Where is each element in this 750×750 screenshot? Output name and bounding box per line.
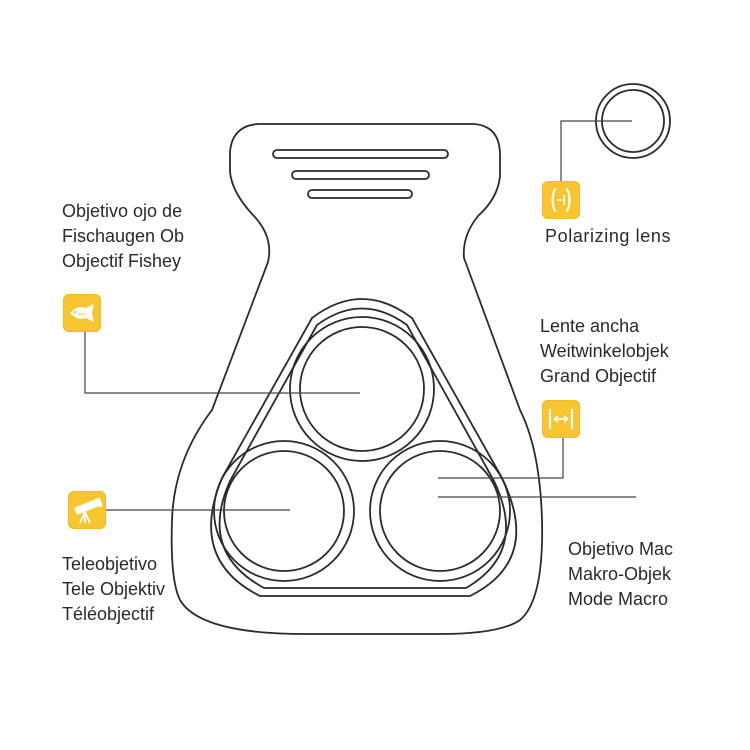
- lens-housing-inner: [218, 307, 507, 589]
- telephoto-label: Teleobjetivo Tele Objektiv Téléobjectif: [62, 552, 165, 627]
- top-lens-inner: [299, 326, 425, 452]
- tele-label-line-2: Tele Objektiv: [62, 579, 166, 599]
- macro-label-line-1: Objetivo Mac: [568, 539, 674, 559]
- wide-angle-arrows-icon: [548, 409, 574, 429]
- macro-label-line-3: Mode Macro: [568, 589, 669, 609]
- leader-line-polarizing: [560, 120, 632, 181]
- polarizing-badge: [542, 181, 580, 219]
- fisheye-label-line-2: Fischaugen Ob: [62, 226, 185, 246]
- wide-label-line-2: Weitwinkelobjek: [540, 341, 669, 361]
- wide-angle-badge: [542, 400, 580, 438]
- fisheye-label-line-3: Objectif Fishey: [62, 251, 182, 271]
- fisheye-label: Objetivo ojo de Fischaugen Ob Objectif F…: [62, 199, 184, 274]
- wide-label-line-1: Lente ancha: [540, 316, 640, 336]
- macro-label: Objetivo Mac Makro-Objek Mode Macro: [568, 537, 673, 612]
- wide-label-line-3: Grand Objectif: [540, 366, 657, 386]
- left-lens-outer: [213, 440, 355, 582]
- clip-body-outline: [170, 123, 544, 635]
- clip-slot-middle: [291, 170, 430, 180]
- telescope-icon: [74, 497, 103, 524]
- top-lens-outer: [289, 316, 435, 462]
- macro-label-line-2: Makro-Objek: [568, 564, 672, 584]
- leader-line-wide: [438, 438, 564, 479]
- leader-line-fisheye: [84, 332, 360, 394]
- polarizing-label: Polarizing lens: [545, 224, 671, 249]
- clip-slot-top: [272, 149, 449, 159]
- fish-icon: [70, 304, 94, 322]
- lens-housing-outer: [210, 298, 518, 597]
- polarizing-label-line-1: Polarizing lens: [545, 226, 672, 246]
- fisheye-label-line-1: Objetivo ojo de: [62, 201, 183, 221]
- right-lens-inner: [379, 450, 501, 572]
- wide-angle-label: Lente ancha Weitwinkelobjek Grand Object…: [540, 314, 669, 389]
- left-lens-inner: [223, 450, 345, 572]
- right-lens-outer: [369, 440, 511, 582]
- clip-slot-bottom: [307, 189, 413, 199]
- tele-label-line-1: Teleobjetivo: [62, 554, 158, 574]
- polarizer-bracket-icon: [551, 187, 571, 213]
- tele-label-line-3: Téléobjectif: [62, 604, 155, 624]
- telephoto-badge: [68, 491, 106, 529]
- fisheye-badge: [63, 294, 101, 332]
